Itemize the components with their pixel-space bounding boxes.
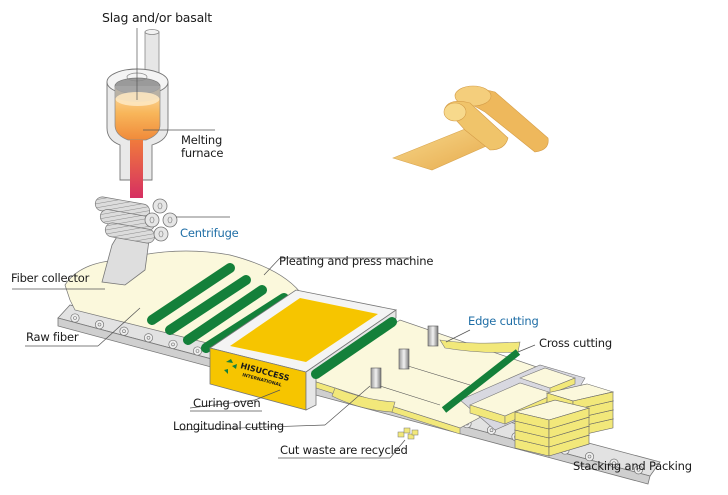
label-centrifuge: Centrifuge — [180, 226, 239, 240]
belt-roller-hub — [73, 316, 77, 320]
belt-roller — [633, 465, 644, 475]
belt-roller-hub — [587, 454, 592, 459]
belt-roller-hub — [97, 322, 102, 327]
board-face — [548, 407, 590, 430]
curing-oven: HISUCCESS INTERNATIONAL — [189, 289, 398, 411]
roller-icon — [311, 317, 397, 379]
roller-icon — [147, 263, 235, 325]
belt-roller — [70, 313, 80, 323]
roller-icon — [165, 275, 251, 335]
label-cut-waste: Cut waste are recycled — [280, 443, 408, 457]
belt-roller-hub — [171, 342, 175, 347]
label-slag: Slag and/or basalt — [102, 10, 213, 25]
belt-roller — [119, 326, 129, 336]
belt-roller — [168, 339, 178, 349]
belt-roller-hub — [195, 349, 200, 353]
belt-roller-hub — [636, 467, 641, 472]
belt-roller-hub — [612, 461, 616, 466]
label-curing-oven: Curing oven — [193, 396, 261, 410]
label-edge-cutting: Edge cutting — [468, 314, 539, 328]
cutter-blade-icon — [398, 348, 410, 370]
pleating-rollers — [147, 257, 410, 353]
furnace-icon — [106, 28, 215, 198]
label-stacking: Stacking and Packing — [573, 459, 692, 473]
label-fiber-collector: Fiber collector — [11, 271, 90, 285]
cutter-blades — [179, 325, 471, 431]
cutter-blade-icon — [370, 367, 382, 389]
waste-pieces — [278, 427, 419, 459]
label-melting-2: furnace — [181, 146, 224, 160]
stacks — [513, 383, 615, 457]
belt-roller — [609, 458, 619, 468]
centrifuge-icon — [94, 196, 230, 286]
label-cross-cutting: Cross cutting — [539, 336, 612, 350]
roller-icon — [201, 293, 289, 353]
belt-roller — [94, 320, 105, 330]
label-melting-1: Melting — [181, 133, 223, 147]
belt-roller — [143, 333, 154, 343]
belt-roller-hub — [146, 335, 151, 340]
belt-roller-hub — [122, 329, 126, 334]
roller-icon — [183, 285, 267, 345]
belt-roller-hub — [489, 428, 494, 433]
product-roll-icon — [392, 85, 549, 171]
label-raw-fiber: Raw fiber — [26, 330, 79, 344]
label-pleating: Pleating and press machine — [279, 254, 434, 268]
belt-roller — [192, 346, 203, 356]
cross-cutter-icon — [441, 349, 521, 413]
cutter-blade-icon — [427, 325, 439, 347]
belt-roller — [584, 452, 595, 462]
label-longitudinal-cutting: Longitudinal cutting — [173, 419, 284, 433]
